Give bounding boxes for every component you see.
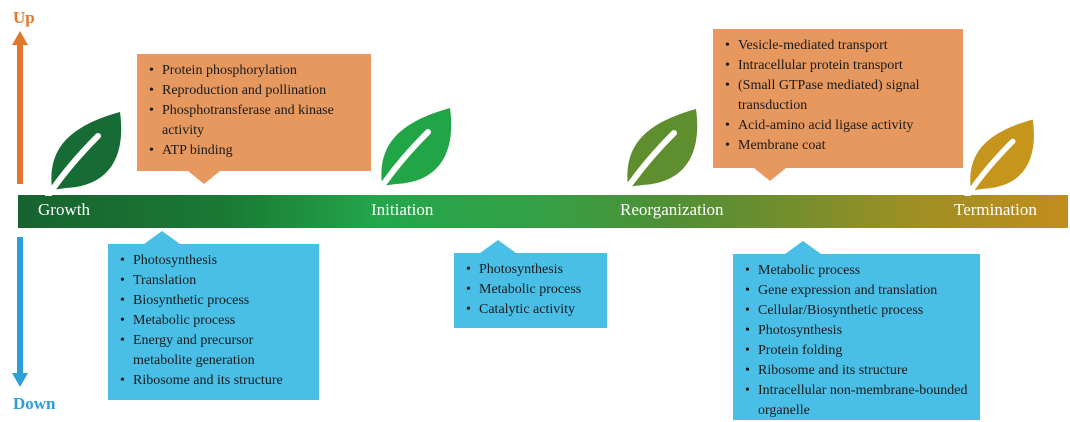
leaf-icon bbox=[375, 108, 452, 192]
list-item: ATP binding bbox=[149, 141, 361, 161]
list-item: (Small GTPase mediated) signal transduct… bbox=[725, 76, 953, 116]
list-item: Gene expression and translation bbox=[745, 281, 970, 301]
list-item: Metabolic process bbox=[120, 311, 309, 331]
stage-label-reorganization: Reorganization bbox=[620, 200, 724, 219]
leaf-icon bbox=[964, 119, 1034, 196]
list-item: Protein folding bbox=[745, 341, 970, 361]
timeline-bar bbox=[18, 195, 1068, 228]
callout-pointer bbox=[188, 171, 220, 184]
list-item: Acid-amino acid ligase activity bbox=[725, 116, 953, 136]
stage-label-growth: Growth bbox=[38, 200, 90, 219]
list-item: Membrane coat bbox=[725, 136, 953, 156]
up-arrow-icon bbox=[12, 31, 28, 184]
down-callout-growth: Photosynthesis Translation Biosynthetic … bbox=[108, 244, 319, 400]
down-callout-initiation: Photosynthesis Metabolic process Catalyt… bbox=[454, 253, 607, 328]
list-item: Protein phosphorylation bbox=[149, 61, 361, 81]
list-item: Biosynthetic process bbox=[120, 291, 309, 311]
list-item: Intracellular protein transport bbox=[725, 56, 953, 76]
callout-pointer bbox=[754, 168, 786, 181]
callout-pointer bbox=[144, 231, 180, 244]
down-arrow-icon bbox=[12, 237, 28, 387]
up-label: Up bbox=[13, 8, 35, 27]
list-item: Ribosome and its structure bbox=[745, 361, 970, 381]
leaf-icon bbox=[45, 112, 122, 196]
down-label: Down bbox=[13, 394, 56, 413]
list-item: Phosphotransferase and kinase activity bbox=[149, 101, 361, 141]
list-item: Photosynthesis bbox=[120, 251, 309, 271]
callout-pointer bbox=[785, 241, 821, 254]
leaf-icon bbox=[621, 109, 698, 193]
list-item: Metabolic process bbox=[466, 280, 597, 300]
list-item: Catalytic activity bbox=[466, 300, 597, 320]
list-item: Photosynthesis bbox=[466, 260, 597, 280]
stage-label-initiation: Initiation bbox=[371, 200, 434, 219]
up-callout-growth: Protein phosphorylation Reproduction and… bbox=[137, 54, 371, 171]
up-callout-reorganization: Vesicle-mediated transport Intracellular… bbox=[713, 29, 963, 168]
list-item: Cellular/Biosynthetic process bbox=[745, 301, 970, 321]
list-item: Ribosome and its structure bbox=[120, 371, 309, 391]
list-item: Energy and precursor metabolite generati… bbox=[120, 331, 309, 371]
list-item: Intracellular non-membrane-bounded organ… bbox=[745, 381, 970, 421]
list-item: Vesicle-mediated transport bbox=[725, 36, 953, 56]
list-item: Metabolic process bbox=[745, 261, 970, 281]
direction-arrows bbox=[12, 31, 28, 387]
callout-pointer bbox=[480, 240, 516, 253]
down-callout-reorganization: Metabolic process Gene expression and tr… bbox=[733, 254, 980, 420]
list-item: Translation bbox=[120, 271, 309, 291]
stage-label-termination: Termination bbox=[954, 200, 1037, 219]
list-item: Photosynthesis bbox=[745, 321, 970, 341]
list-item: Reproduction and pollination bbox=[149, 81, 361, 101]
